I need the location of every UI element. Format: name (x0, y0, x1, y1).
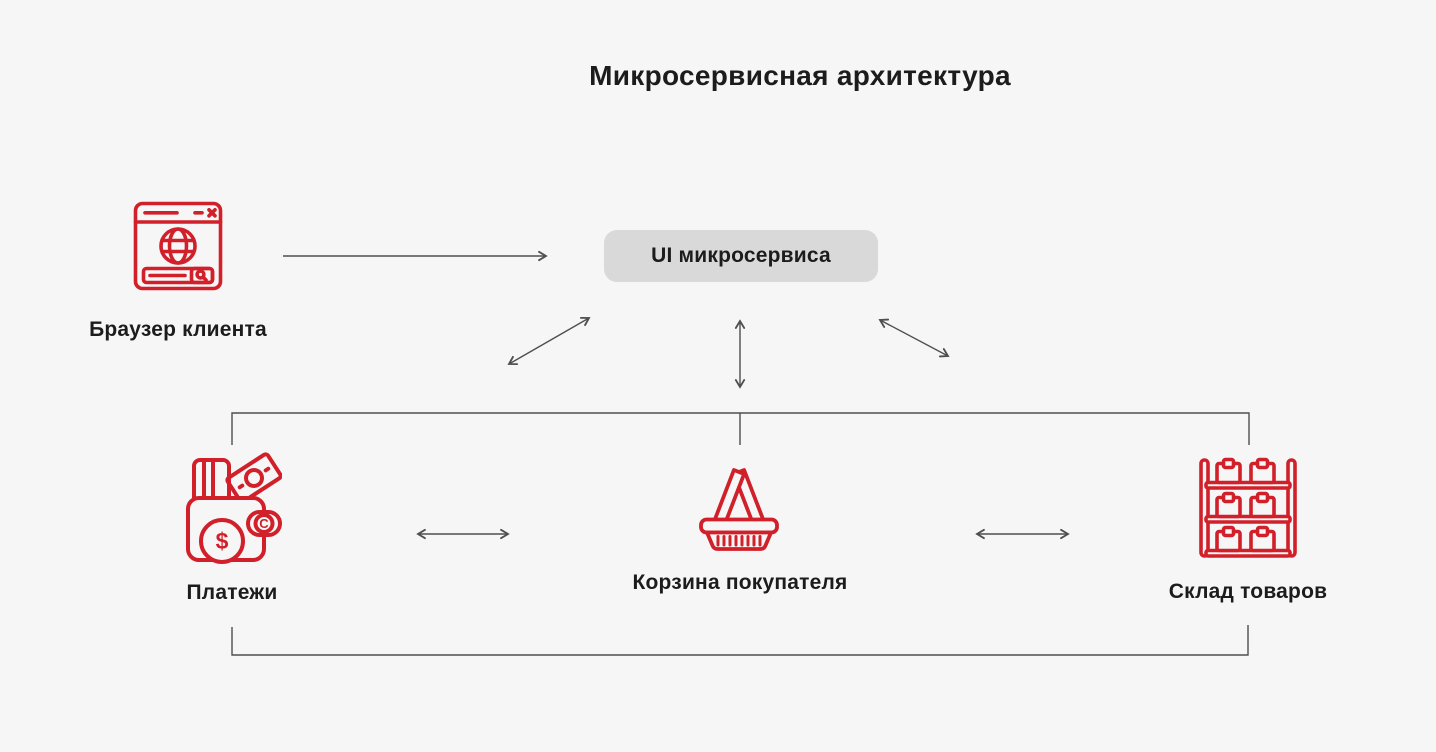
cart-node-label: Корзина покупателя (632, 571, 848, 594)
warehouse-shelves-icon (1199, 457, 1297, 558)
diagram-title: Микросервисная архитектура (589, 60, 1011, 91)
browser-node-label: Браузер клиента (89, 318, 267, 341)
browser-window-icon (133, 201, 223, 291)
shopping-basket-icon (699, 468, 779, 551)
payments-node-label: Платежи (186, 581, 278, 604)
arrow-ui-warehouse (878, 318, 950, 358)
warehouse-node-label: Склад товаров (1168, 580, 1328, 603)
arrow-ui-payments (507, 316, 591, 366)
svg-text:$: $ (216, 528, 229, 554)
wallet-icon: C $ (186, 452, 282, 564)
ui-microservice-label: UI микросервиса (651, 244, 831, 267)
payments-warehouse-bottom-line (231, 625, 1249, 656)
ui-microservice-box: UI микросервиса (604, 230, 878, 282)
services-top-bus-line (231, 412, 1250, 445)
svg-text:C: C (259, 516, 269, 531)
